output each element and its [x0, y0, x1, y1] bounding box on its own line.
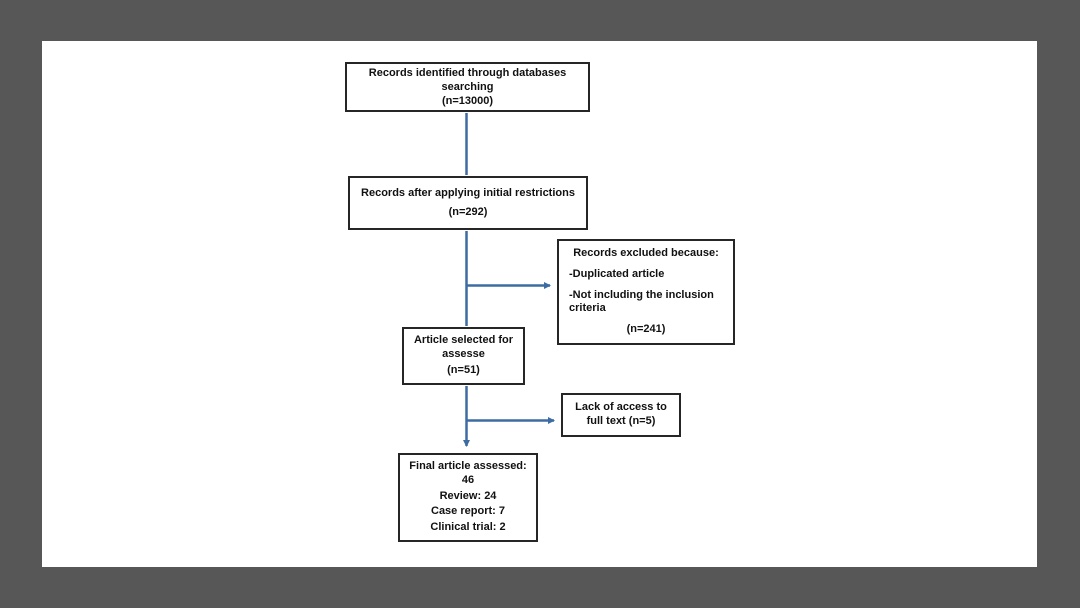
records-excluded-count: (n=241): [626, 323, 666, 335]
final-articles-total: Final article assessed: 46: [409, 460, 527, 486]
initial-restrictions-count: (n=292): [448, 205, 488, 218]
flow-box-no-full-text-access: Lack of access to full text (n=5): [561, 393, 681, 437]
initial-restrictions-label: Records after applying initial restricti…: [361, 186, 575, 199]
articles-selected-label: Article selected for assesse: [413, 334, 514, 360]
flow-box-records-identified: Records identified through databases sea…: [345, 62, 590, 112]
final-articles-clinical-trial-count: Clinical trial: 2: [430, 521, 506, 534]
no-full-text-access-label: Lack of access to full text (n=5): [575, 401, 667, 427]
records-excluded-title: Records excluded because:: [573, 247, 719, 259]
articles-selected-count: (n=51): [447, 364, 480, 376]
slide-canvas: Records identified through databases sea…: [42, 41, 1037, 567]
final-articles-case-report-count: Case report: 7: [431, 505, 505, 518]
records-identified-count: (n=13000): [441, 94, 494, 107]
excluded-reason-duplicated: -Duplicated article: [569, 267, 665, 280]
flow-box-records-excluded: Records excluded because: -Duplicated ar…: [557, 239, 735, 345]
excluded-reason-inclusion-criteria: -Not including the inclusion criteria: [569, 288, 714, 315]
flow-box-final-articles: Final article assessed: 46 Review: 24 Ca…: [398, 453, 538, 542]
flowchart-connectors: [463, 113, 555, 447]
final-articles-review-count: Review: 24: [439, 489, 497, 502]
flow-box-articles-selected: Article selected for assesse (n=51): [402, 327, 525, 385]
records-identified-label: Records identified through databases sea…: [368, 67, 567, 93]
flow-box-initial-restrictions: Records after applying initial restricti…: [348, 176, 588, 230]
